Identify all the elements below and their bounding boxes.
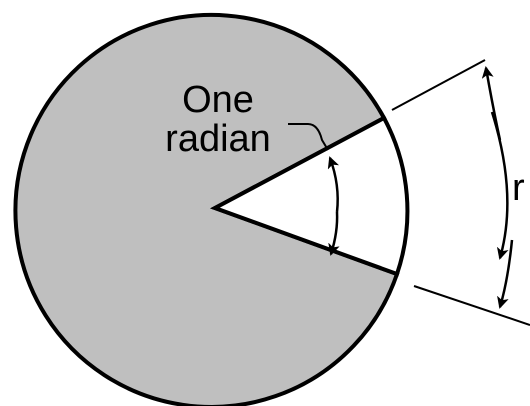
label-arc-length-r: r (512, 167, 525, 209)
label-leader-line (288, 123, 329, 151)
label-one: One (182, 79, 254, 121)
arc-length-arrow-top (481, 66, 502, 141)
radian-sector (210, 115, 410, 277)
angle-arrow-down (328, 211, 340, 256)
extension-line-bottom (413, 285, 530, 326)
extension-line-top (391, 59, 486, 111)
label-radian: radian (165, 118, 271, 160)
circle-shaded-region (13, 12, 400, 406)
angle-arrow-up (327, 156, 340, 213)
arc-length-arrow-bottom (497, 239, 514, 309)
